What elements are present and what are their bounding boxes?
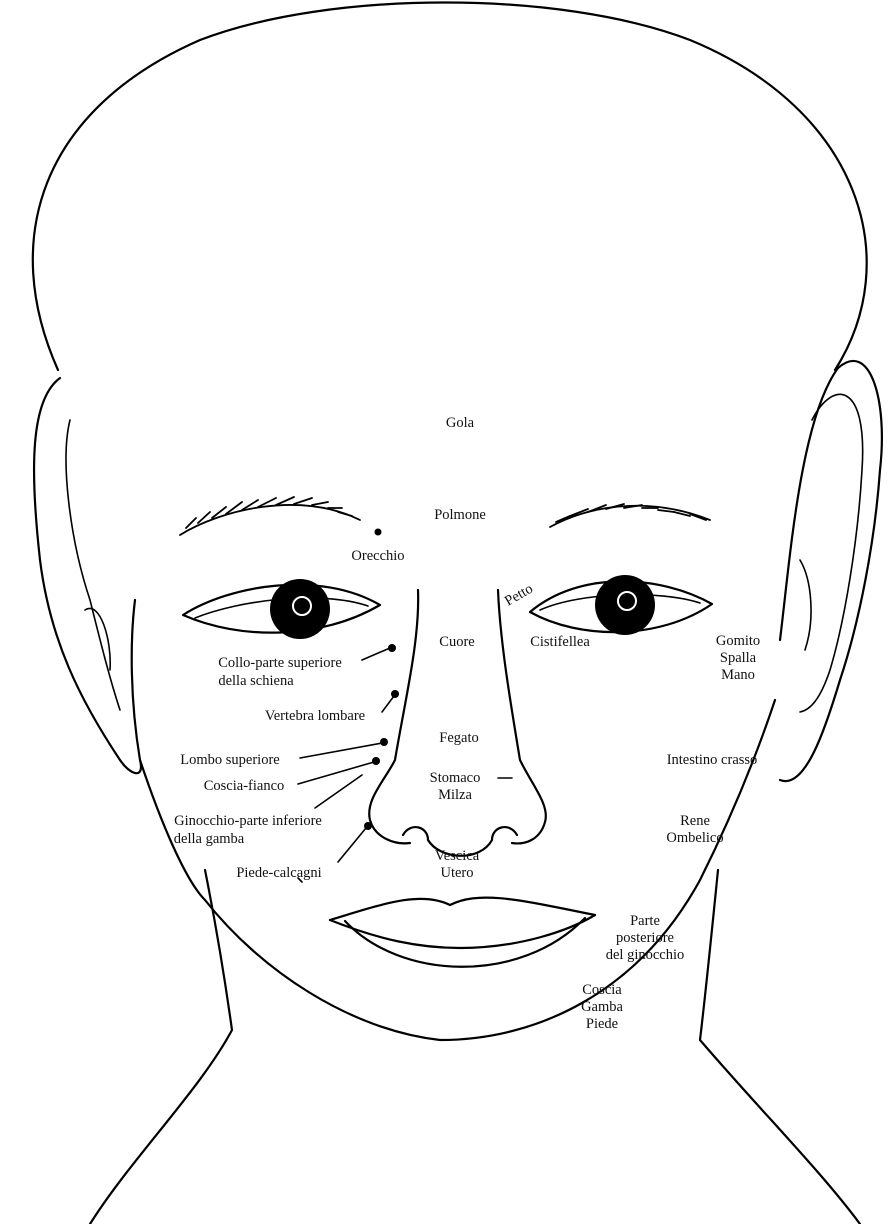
label-intestino-crasso: Intestino crasso [667, 752, 758, 768]
label-lombo-superiore: Lombo superiore [180, 752, 279, 768]
left-eye [183, 579, 380, 639]
left-eyebrow [180, 497, 360, 535]
right-ear-fold [800, 560, 811, 650]
svg-text:Rene: Rene [680, 813, 710, 829]
right-ear [780, 361, 882, 781]
svg-text:posteriore: posteriore [616, 930, 674, 946]
svg-text:del ginocchio: del ginocchio [606, 947, 685, 963]
pointer-lombo [300, 743, 382, 758]
label-petto: Petto [502, 581, 536, 610]
svg-text:Gamba: Gamba [581, 999, 623, 1015]
right-eye [530, 575, 712, 635]
svg-text:della gamba: della gamba [174, 831, 245, 847]
label-orecchio: Orecchio [351, 548, 404, 564]
pointer-collo [362, 648, 390, 660]
svg-text:Vescica: Vescica [435, 848, 480, 864]
point-collo [388, 644, 396, 652]
label-stomaco-milza: Stomaco Milza [430, 770, 481, 803]
label-cuore: Cuore [439, 634, 474, 650]
point-vertebra [391, 690, 399, 698]
svg-text:Coscia: Coscia [582, 982, 622, 998]
pointer-ginocchio [315, 775, 362, 808]
point-lombo [380, 738, 388, 746]
svg-text:Milza: Milza [438, 787, 472, 803]
svg-text:Piede: Piede [586, 1016, 618, 1032]
label-gomito-spalla-mano: Gomito Spalla Mano [716, 633, 760, 683]
label-vertebra-lombare: Vertebra lombare [265, 708, 365, 724]
pointer-coscia-fianco [298, 762, 374, 784]
nose [369, 590, 546, 856]
left-ear-inner [66, 420, 120, 710]
label-cistifellea: Cistifellea [530, 634, 590, 650]
svg-text:Stomaco: Stomaco [430, 770, 481, 786]
label-vescica-utero: Vescica Utero [435, 848, 480, 881]
neck-right [700, 870, 860, 1224]
svg-text:Parte: Parte [630, 913, 660, 929]
label-coscia-fianco: Coscia-fianco [204, 778, 285, 794]
svg-text:Ombelico: Ombelico [666, 830, 723, 846]
label-gola: Gola [446, 415, 475, 431]
label-piede-calcagni: Piede-calcagni [236, 865, 321, 881]
svg-text:della schiena: della schiena [218, 673, 294, 689]
pointer-piede [338, 828, 366, 862]
mouth [330, 898, 595, 967]
label-fegato: Fegato [439, 730, 478, 746]
neck-left [90, 870, 232, 1224]
right-eyebrow [550, 504, 710, 527]
label-parte-posteriore-ginocchio: Parte posteriore del ginocchio [606, 913, 685, 963]
svg-text:Spalla: Spalla [720, 650, 757, 666]
svg-text:Ginocchio-parte inferiore: Ginocchio-parte inferiore [174, 813, 322, 829]
svg-text:Mano: Mano [721, 667, 755, 683]
label-polmone: Polmone [434, 507, 486, 523]
point-piede [364, 822, 372, 830]
point-coscia-fianco [372, 757, 380, 765]
svg-text:Gomito: Gomito [716, 633, 760, 649]
svg-text:Utero: Utero [440, 865, 473, 881]
label-rene-ombelico: Rene Ombelico [666, 813, 723, 846]
point-orecchio [375, 529, 382, 536]
label-coscia-gamba-piede: Coscia Gamba Piede [581, 982, 623, 1032]
pointer-vertebra [382, 696, 394, 712]
left-ear [34, 378, 141, 773]
label-collo-schiena: Collo-parte superiore della schiena [218, 655, 342, 689]
svg-text:Collo-parte superiore: Collo-parte superiore [218, 655, 342, 671]
label-ginocchio-gamba: Ginocchio-parte inferiore della gamba [174, 813, 322, 847]
head-outline [33, 3, 867, 371]
